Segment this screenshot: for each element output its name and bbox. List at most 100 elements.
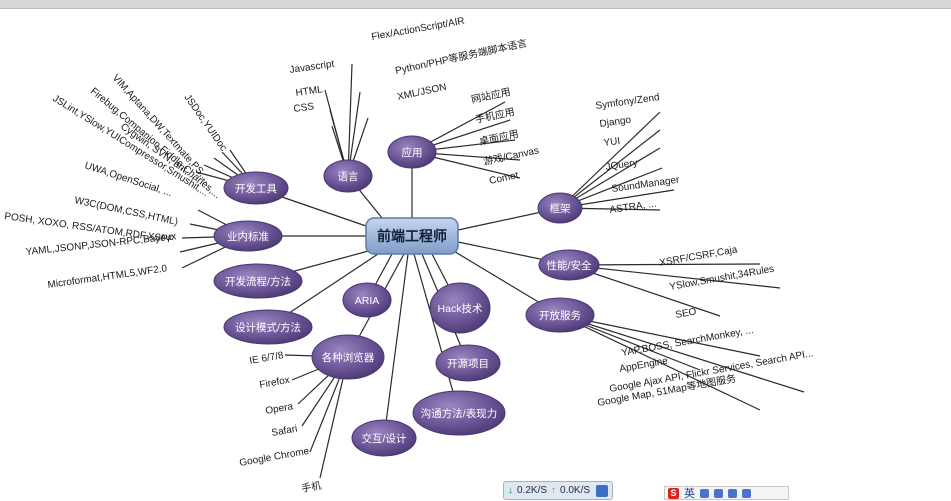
branch-label: 设计模式/方法 (235, 321, 301, 334)
branch-label: 各种浏览器 (322, 351, 375, 364)
leaf-label: Safari (271, 424, 299, 439)
branch-label: 框架 (550, 202, 571, 215)
branch-label: 开源项目 (447, 357, 489, 370)
leaf-kuangjia: ASTRA, ... (609, 199, 657, 216)
leaf-label: YAP,BOSS, SearchMonkey, ... (621, 325, 755, 359)
leaf-label: JSDoc,YUIDoc (182, 92, 229, 153)
leaf-yuyan: Flex/ActionScript/AIR (371, 16, 466, 43)
leaf-liulanqi: IE 6/7/8 (249, 350, 285, 367)
branch-node-shejimoshi[interactable]: 设计模式/方法 (223, 309, 313, 345)
leaf-label: 网站应用 (470, 85, 512, 106)
leaf-xingneng: YSlow,Smushit,34Rules (669, 264, 775, 293)
leaf-label: Django (599, 115, 632, 130)
settings-icon[interactable] (742, 488, 751, 498)
leaf-label: JQuery (605, 158, 638, 173)
leaf-label: CSS (293, 101, 315, 115)
branch-label: 交互/设计 (362, 432, 407, 445)
branch-label: 沟通方法/表现力 (421, 407, 497, 420)
keyboard-icon[interactable] (714, 488, 723, 498)
leaf-label: Symfony/Zend (595, 92, 660, 112)
leaf-yingyong: 网站应用 (470, 85, 512, 106)
branch-label: 开发流程/方法 (225, 275, 291, 288)
branch-node-yeneibiaozhun[interactable]: 业内标准 (213, 220, 283, 252)
branch-node-kaifagongju[interactable]: 开发工具 (223, 171, 289, 205)
leaf-label: AppEngine (619, 356, 670, 375)
branch-node-xingneng[interactable]: 性能/安全 (538, 249, 600, 281)
branch-node-kuangjia[interactable]: 框架 (537, 192, 583, 224)
center-label: 前端工程师 (377, 228, 447, 244)
leaf-label: HTML (295, 84, 324, 99)
leaf-yuyan: HTML (295, 84, 324, 99)
branch-label: ARIA (355, 295, 380, 307)
leaf-kuangjia: Django (599, 115, 632, 130)
branch-node-kaifaliucheng[interactable]: 开发流程/方法 (213, 263, 303, 299)
leaf-label: 手机 (300, 479, 322, 495)
leaf-xingneng: XSRF/CSRF,Caja (659, 244, 739, 269)
branch-label: Hack技术 (438, 302, 483, 315)
leaf-yuyan: CSS (293, 101, 315, 115)
leaf-label: Firefox (259, 375, 291, 391)
leaf-liulanqi: Firefox (259, 375, 291, 391)
input-method-bar[interactable]: S 英 (664, 486, 789, 500)
leaf-label: 游戏/Canvas (482, 143, 540, 168)
leaf-liulanqi: Google Chrome (239, 446, 311, 469)
leaf-kaifangfuwu: YAP,BOSS, SearchMonkey, ... (621, 325, 755, 359)
network-speed-meter[interactable]: ↓ 0.2K/S ↑ 0.0K/S (503, 481, 613, 500)
leaf-label: Python/PHP等服务端脚本语言 (394, 36, 528, 77)
leaf-label: YSlow,Smushit,34Rules (669, 264, 775, 293)
leaf-yeneibiaozhun: Microformat,HTML5,WF2.0 (47, 263, 168, 291)
branch-node-aria[interactable]: ARIA (342, 282, 392, 318)
branch-node-yingyong[interactable]: 应用 (387, 135, 437, 169)
punctuation-icon[interactable] (700, 488, 709, 498)
leaf-label: Javascript (289, 59, 335, 76)
branch-node-jiaohu[interactable]: 交互/设计 (351, 419, 417, 457)
app-tray-icon[interactable] (596, 484, 608, 497)
leaf-label: Opera (265, 401, 295, 417)
center-node[interactable]: 前端工程师 (365, 217, 459, 255)
leaf-kuangjia: Symfony/Zend (595, 92, 660, 112)
branch-node-kaiyuan[interactable]: 开源项目 (435, 344, 501, 382)
leaf-label: Flex/ActionScript/AIR (371, 16, 466, 43)
upload-speed: 0.0K/S (560, 485, 591, 496)
download-arrow-icon: ↓ (508, 485, 513, 496)
leaf-kaifangfuwu: AppEngine (619, 356, 670, 375)
leaf-label: YUI (603, 136, 621, 149)
leaf-yuyan: Python/PHP等服务端脚本语言 (394, 36, 528, 77)
leaf-kuangjia: SoundManager (611, 174, 681, 195)
leaf-yingyong: Comet (488, 170, 519, 187)
skin-icon[interactable] (728, 488, 737, 498)
download-speed: 0.2K/S (517, 485, 548, 496)
branch-node-goutong[interactable]: 沟通方法/表现力 (412, 390, 506, 436)
upload-arrow-icon: ↑ (551, 485, 557, 496)
branch-label: 开发工具 (235, 182, 277, 195)
sogou-logo-icon: S (668, 487, 679, 499)
leaf-yuyan: XML/JSON (396, 82, 447, 103)
branch-node-yuyan[interactable]: 语言 (323, 159, 373, 193)
leaf-kaifagongju: JSDoc,YUIDoc (182, 92, 229, 153)
ime-mode-label[interactable]: 英 (684, 488, 695, 500)
window-top-border (0, 0, 951, 9)
branch-label: 性能/安全 (547, 259, 592, 272)
leaf-liulanqi: Safari (271, 424, 299, 439)
leaf-xingneng: SEO (675, 306, 698, 321)
leaf-liulanqi: Opera (265, 401, 295, 417)
leaf-label: SEO (675, 306, 698, 321)
leaf-yingyong: 游戏/Canvas (482, 143, 540, 168)
leaf-yingyong: 桌面应用 (478, 127, 520, 148)
branch-node-hack[interactable]: Hack技术 (429, 282, 491, 334)
branch-node-liulanqi[interactable]: 各种浏览器 (311, 334, 385, 380)
leaf-label: SoundManager (611, 174, 681, 195)
branch-label: 业内标准 (227, 230, 269, 243)
leaf-label: ASTRA, ... (609, 199, 657, 216)
branch-label: 语言 (338, 170, 359, 183)
leaf-label: IE 6/7/8 (249, 350, 285, 367)
leaf-yuyan: Javascript (289, 59, 335, 76)
leaf-label: XSRF/CSRF,Caja (659, 244, 739, 269)
branch-label: 开放服务 (539, 309, 581, 322)
leaf-label: Google Chrome (239, 446, 311, 469)
leaf-label: XML/JSON (396, 82, 447, 103)
leaf-label: 桌面应用 (478, 127, 520, 148)
branch-label: 应用 (402, 146, 423, 159)
branch-node-kaifangfuwu[interactable]: 开放服务 (525, 297, 595, 333)
